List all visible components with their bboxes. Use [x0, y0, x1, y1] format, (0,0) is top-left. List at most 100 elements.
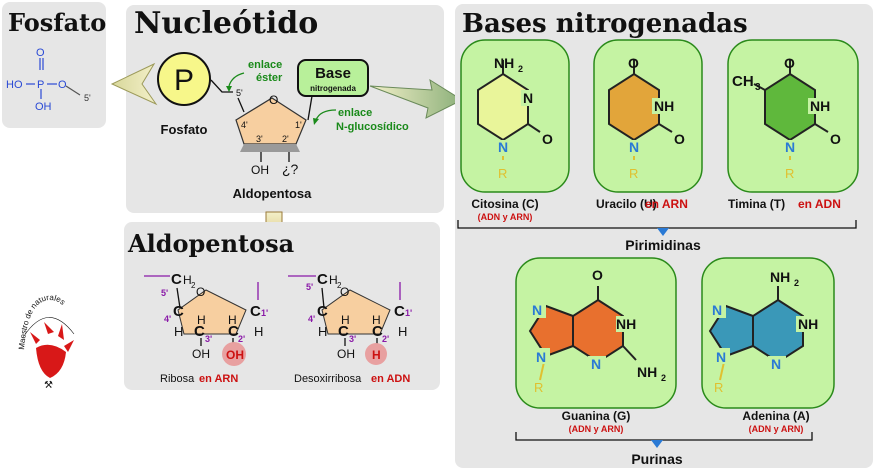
ribose-n3: 3' [205, 334, 212, 344]
uracilo-name-red: en ARN [645, 197, 688, 211]
timina-o-top: O [784, 55, 795, 71]
glyco-arrowhead [313, 118, 319, 125]
ester-arrow [228, 72, 245, 87]
uracilo-n1: N [629, 139, 639, 155]
deoxy-n3: 3' [349, 334, 356, 344]
ribose-n4: 4' [164, 314, 171, 324]
timina-ch3-sub: 3 [755, 82, 761, 93]
sugar-ring-edge [240, 144, 300, 152]
uracilo-nh: NH [654, 98, 674, 114]
ribose-caption-red: en ARN [199, 373, 238, 385]
adenina-n3: N [771, 356, 781, 372]
aldopentosa-panel: Aldopentosa C H 2 5' O C 4' C 1' H H C C… [124, 222, 440, 390]
guanina-n3: N [591, 356, 601, 372]
deoxy-ring [321, 289, 391, 335]
guanina-nh: NH [616, 316, 636, 332]
ribose-c2: C [228, 323, 239, 340]
deoxy-c4: C [317, 303, 328, 320]
base-line1: Base [315, 65, 351, 82]
adenina-ring5 [708, 304, 754, 358]
uracilo-name: Uracilo (U) [596, 197, 657, 211]
ribose-h3: H [197, 313, 206, 327]
citosina-nh2-sub: 2 [518, 64, 523, 74]
phosphate-ho: HO [6, 79, 23, 91]
c5-label: 5' [236, 88, 243, 98]
deoxy-caption: Desoxirribosa [294, 373, 362, 385]
citosina-nh2: NH [494, 55, 514, 71]
ribose-h5: H [183, 273, 192, 287]
deoxy-ring-o: O [340, 285, 349, 299]
deoxy-h2-sub: H [372, 348, 381, 362]
sugar-oh: OH [251, 163, 269, 177]
ribose-c1: C [250, 303, 261, 320]
guanina-nh2-sub: 2 [661, 373, 666, 383]
timina-nh: NH [810, 98, 830, 114]
phosphate-5prime: 5' [84, 93, 91, 103]
deoxy-h4: H [318, 324, 327, 339]
ribose-h4: H [174, 324, 183, 339]
logo: Maestro de naturales ⚒ [17, 293, 75, 391]
deoxy-caption-red: en ADN [371, 373, 410, 385]
phosphate-o-top: O [36, 47, 45, 59]
deoxy-oh3: OH [337, 347, 355, 361]
guanina-note: (ADN y ARN) [569, 424, 624, 434]
adenina-note: (ADN y ARN) [749, 424, 804, 434]
fosfato-title: Fosfato [8, 8, 106, 37]
phosphate-label: Fosfato [161, 122, 208, 137]
ribose-h1: H [254, 324, 263, 339]
crossed-tools-icon: ⚒ [44, 380, 53, 391]
p-connector [210, 79, 233, 93]
ester-link-1: enlace [248, 59, 282, 71]
base-uracilo: O NH O N R Uracilo (U) en ARN [593, 39, 703, 211]
glyco-link-1: enlace [338, 107, 372, 119]
sugar-c3: 3' [256, 134, 263, 144]
base-adenina: NH 2 NH N N N R Adenina (A) (ADN y ARN) [701, 257, 835, 434]
purines-pointer [651, 440, 663, 448]
deoxy-h5: H [329, 273, 338, 287]
fosfato-panel: Fosfato O HO P O OH 5' [2, 2, 106, 128]
base-box [297, 59, 369, 97]
guanina-name: Guanina (G) [562, 409, 631, 423]
c5-bond [237, 97, 245, 113]
citosina-r: R [498, 166, 507, 181]
adenina-name: Adenina (A) [742, 409, 809, 423]
adenina-nh2-sub: 2 [794, 278, 799, 288]
ribose-caption: Ribosa [160, 373, 195, 385]
phosphate-p: P [37, 79, 44, 91]
uracilo-o: O [674, 131, 685, 147]
timina-ch3: CH [732, 73, 754, 90]
deoxy-h1: H [398, 324, 407, 339]
ribose-h2: H [228, 313, 237, 327]
ribose-structure: C H 2 5' O C 4' C 1' H H C C 3' 2' H H O… [144, 271, 268, 385]
sugar-ring-o: O [269, 93, 278, 107]
guanina-ring5 [528, 304, 574, 358]
adenina-n9: N [716, 349, 726, 365]
ribose-oh3: OH [192, 347, 210, 361]
deoxy-n2: 2' [382, 334, 389, 344]
deoxy-h5-sub: 2 [337, 281, 342, 290]
glyco-arrow [315, 109, 337, 121]
deoxy-highlight [365, 343, 387, 365]
timina-r: R [785, 166, 794, 181]
glyco-link-2: N-glucosídico [336, 121, 409, 133]
purines-label: Purinas [631, 451, 683, 467]
aldopentosa-panel-bg [124, 222, 440, 390]
ribose-n5: 5' [161, 288, 168, 298]
ester-link-2: éster [256, 72, 283, 84]
bases-panel: Bases nitrogenadas NH 2 N O N R Citosina… [455, 4, 873, 468]
nucleotido-title: Nucleótido [134, 6, 318, 41]
citosina-o: O [542, 131, 553, 147]
base-guanina: O NH N N N NH 2 R Guanina (G) (ADN y ARN… [515, 257, 677, 434]
adenina-nh2: NH [770, 269, 790, 285]
phosphate-oh: OH [35, 101, 52, 113]
citosina-note: (ADN y ARN) [478, 212, 533, 222]
ribose-ring [177, 289, 247, 335]
sugar-c4: 4' [241, 120, 248, 130]
timina-name-red: en ADN [798, 197, 841, 211]
deoxy-h3: H [341, 313, 350, 327]
aldopentosa-title: Aldopentosa [127, 229, 294, 258]
deoxy-c3: C [338, 323, 349, 340]
deoxy-c5: C [317, 271, 328, 288]
deoxy-h2: H [372, 313, 381, 327]
